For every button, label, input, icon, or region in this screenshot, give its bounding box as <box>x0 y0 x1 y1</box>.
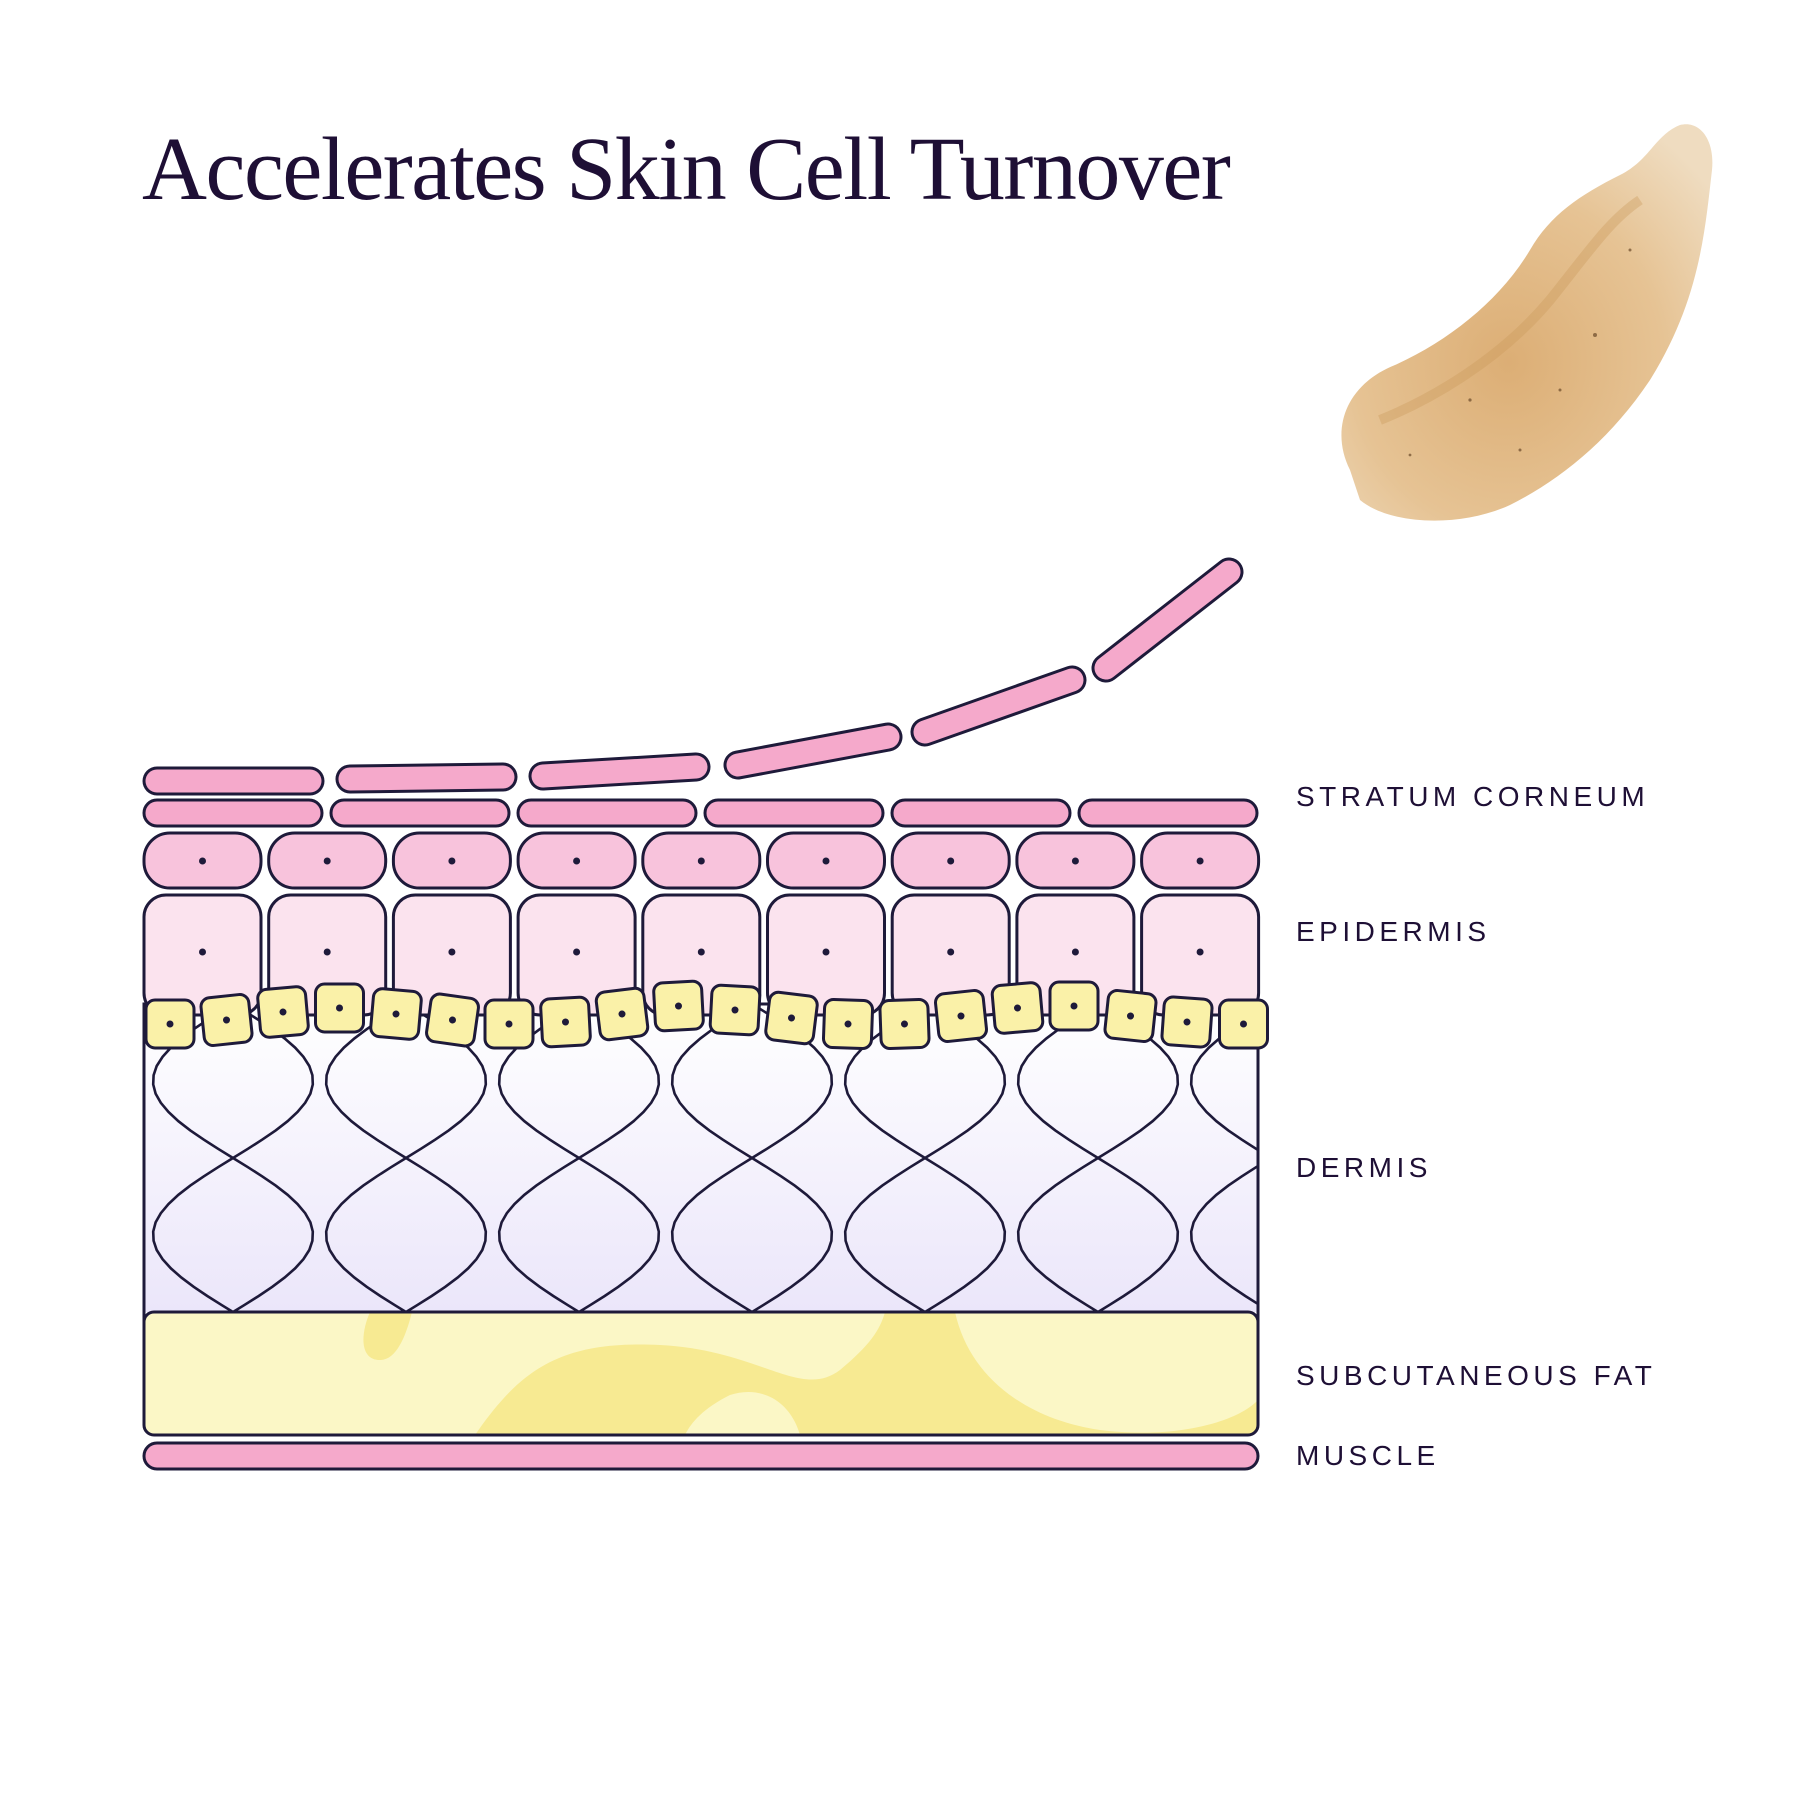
cell-nucleus <box>1070 1002 1078 1010</box>
cell-nucleus <box>957 1012 965 1020</box>
shedding-corneum-cell <box>913 668 1084 744</box>
cell-nucleus <box>448 857 456 865</box>
cell-nucleus <box>323 857 331 865</box>
label-subcutaneous-fat: SUBCUTANEOUS FAT <box>1296 1360 1657 1391</box>
basal-cell <box>425 992 480 1048</box>
basal-cell <box>1218 998 1269 1050</box>
cell-nucleus <box>505 1020 513 1028</box>
basal-cell <box>594 986 650 1042</box>
corneum-cell <box>516 798 698 828</box>
cell-nucleus <box>199 948 206 956</box>
cell-nucleus <box>947 948 955 956</box>
cell-nucleus <box>822 948 830 956</box>
basal-cell <box>256 985 310 1039</box>
cell-nucleus <box>573 857 581 865</box>
shedding-corneum-cell <box>338 765 515 791</box>
basal-cell <box>708 983 762 1037</box>
cell-nucleus <box>947 857 955 865</box>
page-title: Accelerates Skin Cell Turnover <box>142 120 1231 219</box>
basal-cell <box>878 997 931 1051</box>
collagen-fiber <box>1189 1164 1258 1306</box>
basal-cell <box>934 989 988 1043</box>
cell-nucleus <box>223 1016 230 1024</box>
cell-nucleus <box>675 1002 682 1010</box>
cell-nucleus <box>449 1016 456 1024</box>
cell-nucleus <box>166 1020 174 1028</box>
cell-nucleus <box>1071 857 1079 865</box>
shedding-corneum-cell <box>1094 560 1241 680</box>
basal-cell <box>764 990 819 1046</box>
collagen-fiber <box>0 974 140 1342</box>
cell-nucleus <box>697 948 705 956</box>
cell-nucleus <box>562 1018 569 1026</box>
cell-nucleus <box>1014 1004 1021 1012</box>
cell-nucleus <box>573 948 581 956</box>
label-muscle: MUSCLE <box>1296 1440 1440 1471</box>
cell-nucleus <box>844 1020 852 1028</box>
label-epidermis: EPIDERMIS <box>1296 916 1491 947</box>
cell-nucleus <box>323 948 331 956</box>
cell-nucleus <box>199 857 206 865</box>
basal-cell <box>483 998 535 1050</box>
cell-nucleus <box>1127 1012 1134 1020</box>
corneum-cell <box>329 798 511 828</box>
cell-nucleus <box>392 1010 400 1018</box>
collagen-fiber <box>0 974 140 1342</box>
epidermis-cells <box>142 557 1269 1051</box>
basal-cell <box>539 995 592 1049</box>
muscle-layer <box>142 1441 1260 1471</box>
subcutaneous-fat-layer <box>142 1310 1260 1437</box>
shedding-corneum-cell <box>531 755 708 788</box>
basal-cell <box>199 993 254 1047</box>
corneum-cell <box>890 798 1072 828</box>
label-stratum-corneum: STRATUM CORNEUM <box>1296 781 1650 812</box>
corneum-cell <box>142 798 324 828</box>
label-dermis: DERMIS <box>1296 1152 1432 1183</box>
basal-cell <box>821 997 875 1051</box>
collagen-fiber <box>324 1004 488 1312</box>
basal-cell <box>314 982 365 1034</box>
cell-nucleus <box>336 1004 343 1012</box>
corneum-cell <box>703 798 885 828</box>
cell-nucleus <box>448 948 456 956</box>
basal-cell <box>1103 989 1158 1043</box>
corneum-cell <box>1077 798 1259 828</box>
collagen-fiber <box>670 1004 834 1312</box>
collagen-fiber <box>1016 1004 1180 1312</box>
basal-cell <box>144 998 196 1050</box>
cell-nucleus <box>1240 1020 1247 1028</box>
exfoliant-swatch-icon <box>1341 124 1713 521</box>
collagen-fiber <box>843 1004 1007 1312</box>
cell-nucleus <box>822 857 830 865</box>
cell-nucleus <box>1196 857 1204 865</box>
basal-cell <box>369 987 423 1041</box>
cell-nucleus <box>731 1006 739 1014</box>
cell-nucleus <box>697 857 705 865</box>
basal-cell <box>1160 995 1214 1049</box>
cell-nucleus <box>1196 948 1204 956</box>
cell-nucleus <box>1071 948 1079 956</box>
cell-nucleus <box>279 1008 287 1016</box>
cell-nucleus <box>1183 1018 1191 1026</box>
cell-nucleus <box>901 1020 908 1028</box>
basal-cell <box>990 981 1045 1035</box>
basal-cell <box>652 979 705 1033</box>
cell-nucleus <box>618 1010 626 1018</box>
shedding-corneum-cell <box>726 725 900 777</box>
basal-cell <box>1048 980 1100 1032</box>
cell-nucleus <box>788 1014 795 1022</box>
dermis-layer <box>144 1004 1258 1312</box>
